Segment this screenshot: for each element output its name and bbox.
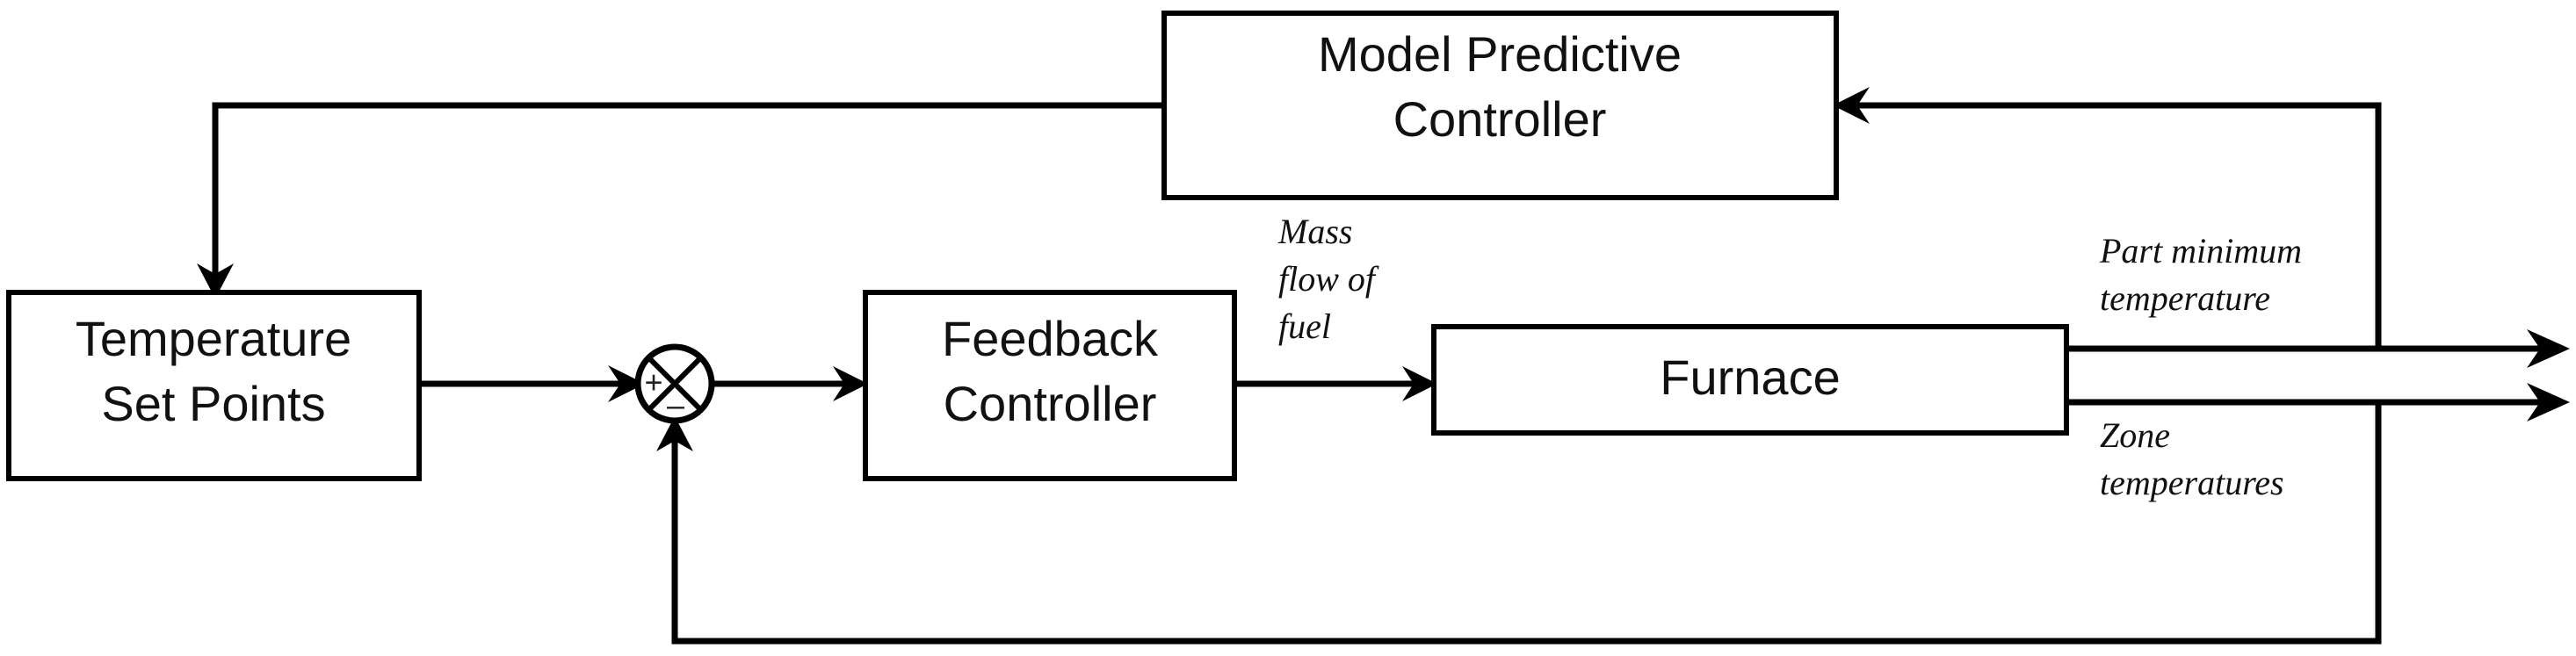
temperature-set-points-label-line1: Temperature (76, 311, 351, 366)
temperature-set-points-label-line2: Set Points (101, 376, 325, 431)
block-temperature-set-points[interactable]: Temperature Set Points (6, 290, 422, 481)
connection-setpoints-to-summing-junction (419, 365, 645, 402)
connection-furnace-zone-temperatures-output (2066, 383, 2570, 422)
mass-flow-of-fuel-line2: flow of (1278, 259, 1379, 299)
mass-flow-of-fuel-line3: fuel (1278, 306, 1331, 346)
arrowhead-left-into-mpc (1833, 87, 1870, 124)
signal-label-mass-flow-of-fuel: Mass flow of fuel (1277, 212, 1379, 346)
connection-feedback-controller-to-furnace (1234, 366, 1437, 401)
block-model-predictive-controller[interactable]: Model Predictive Controller (1161, 11, 1839, 200)
arrowhead-up-into-sum (656, 416, 693, 451)
zone-temperatures-line1: Zone (2100, 415, 2170, 455)
signal-label-zone-temperatures: Zone temperatures (2100, 415, 2284, 502)
feedback-controller-label-line1: Feedback (942, 311, 1159, 366)
furnace-label: Furnace (1660, 350, 1840, 405)
feedback-controller-box[interactable] (863, 290, 1237, 481)
connection-measurement-feedback-to-summing-junction (656, 402, 2382, 645)
connection-furnace-part-minimum-temperature-output (2066, 329, 2570, 368)
model-predictive-controller-label-line1: Model Predictive (1318, 26, 1682, 82)
block-feedback-controller[interactable]: Feedback Controller (863, 290, 1237, 481)
arrowhead-right-zone-temperatures (2527, 383, 2570, 422)
model-predictive-controller-box[interactable] (1161, 11, 1839, 200)
arrowhead-right-into-sum (608, 365, 645, 402)
negative-feedback-sign: – (667, 387, 684, 423)
connection-summing-junction-to-feedback-controller (712, 366, 868, 401)
feedback-controller-label-line2: Controller (944, 376, 1157, 431)
arrowhead-down-into-setpoints (197, 263, 234, 299)
arrowhead-right-into-feedback-controller (833, 366, 868, 401)
model-predictive-controller-label-line2: Controller (1393, 91, 1607, 147)
summing-junction-cross-line-2 (647, 356, 703, 412)
mass-flow-of-fuel-line1: Mass (1277, 212, 1352, 251)
signal-label-part-minimum-temperature: Part minimum temperature (2099, 231, 2302, 318)
summing-junction[interactable]: + – (634, 343, 715, 424)
positive-input-sign: + (644, 364, 662, 400)
part-minimum-temperature-line1: Part minimum (2099, 231, 2302, 270)
block-furnace[interactable]: Furnace (1431, 324, 2069, 436)
connection-layer (197, 87, 2570, 645)
temperature-set-points-box[interactable] (6, 290, 422, 481)
furnace-box[interactable] (1431, 324, 2069, 436)
connection-mpc-to-setpoints (197, 102, 1164, 299)
arrowhead-right-into-furnace (1402, 366, 1437, 401)
zone-temperatures-line2: temperatures (2100, 463, 2284, 502)
part-minimum-temperature-line2: temperature (2100, 278, 2270, 318)
arrowhead-right-part-minimum-temperature (2527, 329, 2570, 368)
connection-measurement-feedback-to-mpc (1833, 87, 2382, 349)
